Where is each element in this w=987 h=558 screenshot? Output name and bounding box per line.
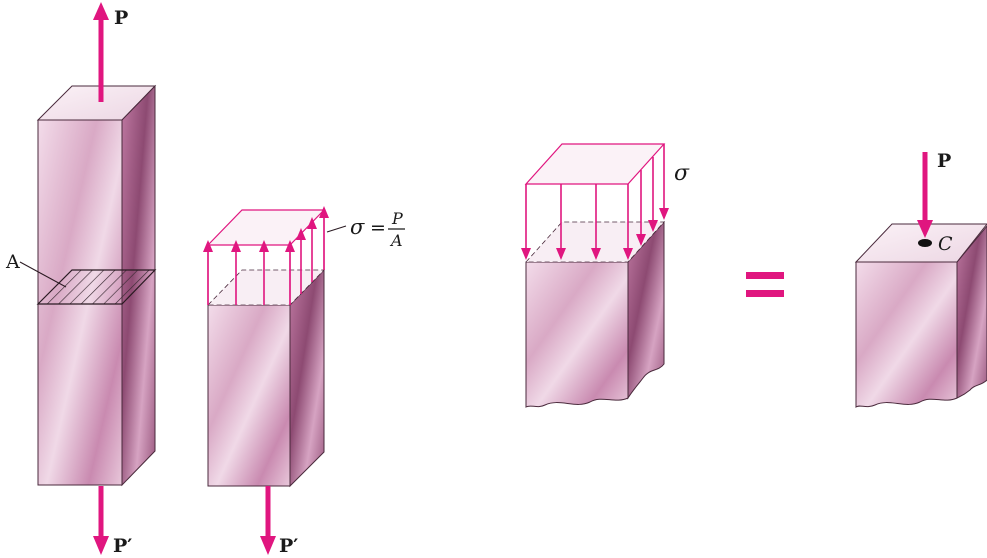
load-arrow-top-head <box>93 2 109 20</box>
compressive-stress-arrows <box>521 144 669 260</box>
equals-sign <box>746 272 784 297</box>
free-body-load-label: P′ <box>279 535 298 557</box>
full-bar-prism <box>19 84 157 487</box>
load-label-bottom: P′ <box>113 535 132 557</box>
stress-symbol-label: σ <box>674 161 690 186</box>
tensile-stress-arrows <box>203 206 329 305</box>
distributed-stress-prism <box>524 143 666 408</box>
free-body-load-arrow-head <box>260 536 276 555</box>
load-arrow-bottom-head <box>93 536 109 555</box>
formula-leader-line <box>326 225 347 233</box>
stress-box-top <box>206 209 326 246</box>
resultant-load-label: P <box>937 150 951 172</box>
cross-section-a <box>36 269 157 305</box>
centroid-point <box>918 239 932 247</box>
free-body-prism <box>206 209 326 488</box>
stress-box-compressive <box>524 143 666 185</box>
formula-equals: = <box>370 217 386 239</box>
load-label-top: P <box>114 7 128 29</box>
resultant-prism <box>854 223 987 408</box>
area-label: A <box>5 251 20 273</box>
formula-denominator: A <box>389 231 403 250</box>
formula-numerator: P <box>391 209 403 228</box>
resultant-load-arrow-head <box>917 220 933 238</box>
area-leader-line <box>19 261 67 288</box>
centroid-label: C <box>938 233 953 255</box>
formula-sigma: σ <box>350 215 365 239</box>
